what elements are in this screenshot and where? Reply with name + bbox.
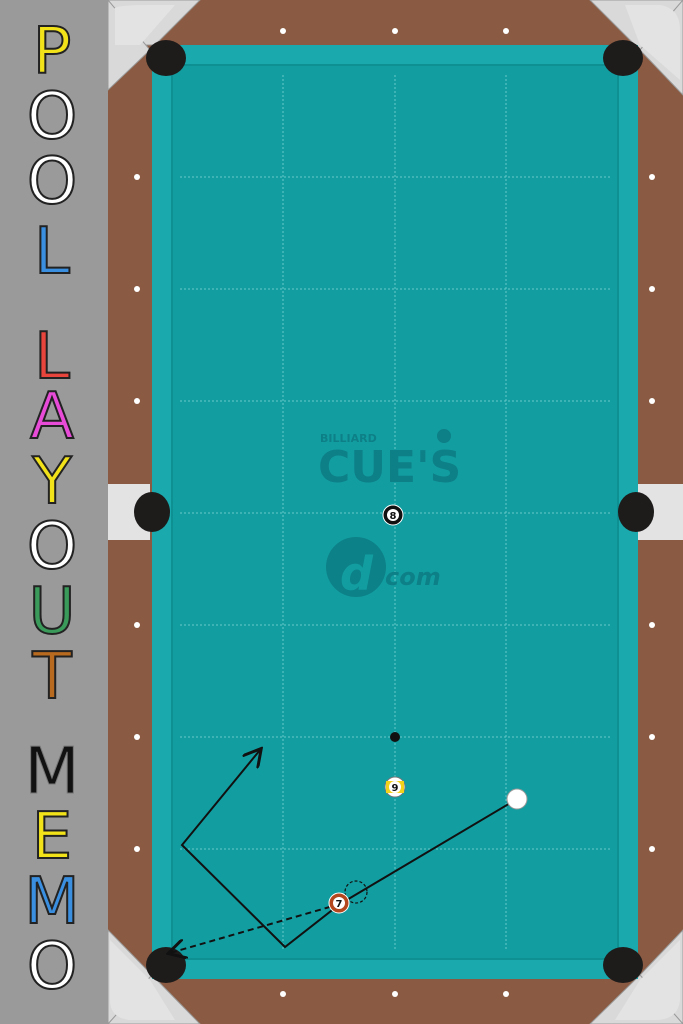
title-letter: O [26, 930, 78, 1004]
rail-diamond [392, 991, 398, 997]
rail-diamond [649, 174, 655, 180]
rail-diamond [134, 846, 140, 852]
rail-diamond [503, 28, 509, 34]
title-letter: M [24, 735, 80, 809]
rail-diamond [503, 991, 509, 997]
title-letter: O [26, 510, 78, 584]
rail-diamond [649, 622, 655, 628]
title-letter: A [29, 380, 75, 454]
ball-7-label: 7 [336, 899, 343, 910]
foot-spot-dot [390, 732, 400, 742]
rail-diamond [649, 398, 655, 404]
rail-diamond [134, 286, 140, 292]
cue-ball-path [180, 750, 518, 949]
ball-9: 9 [384, 776, 406, 798]
dashed-ghost-ball [344, 880, 368, 904]
rail-diamond [392, 28, 398, 34]
title-letter: O [26, 145, 78, 219]
rail-diamond [134, 622, 140, 628]
cue-ball [506, 788, 528, 810]
title-letter: U [28, 575, 77, 649]
watermark-logo-letter: d [340, 547, 374, 601]
ball-8: 8 [382, 504, 404, 526]
title-letter: M [23, 865, 80, 939]
ball-7: 7 [328, 892, 350, 914]
rail-diamond [649, 286, 655, 292]
pockets [134, 40, 654, 983]
ball-8-label: 8 [390, 511, 397, 522]
watermark-dot [437, 429, 451, 443]
title-letter: E [31, 800, 73, 874]
title-letter: Y [31, 445, 72, 519]
rail-diamonds [134, 28, 655, 997]
rail-diamond [280, 28, 286, 34]
rail-diamond [134, 734, 140, 740]
rail-diamond [280, 991, 286, 997]
watermark-main: CUE'S [318, 442, 461, 493]
title-letter: L [33, 215, 71, 289]
watermark-logo-circle [326, 537, 386, 597]
title-letter: O [26, 80, 78, 154]
side-title-column [0, 0, 108, 1024]
title-letter: P [32, 15, 73, 89]
rail-diamond [649, 734, 655, 740]
watermark-sub: com [385, 563, 441, 591]
watermark-small: BILLIARD [320, 432, 377, 445]
title-letter: L [33, 320, 71, 394]
ball-9-label: 9 [392, 783, 399, 794]
title-letter: T [31, 640, 72, 714]
rail-diamond [134, 174, 140, 180]
rail-diamond [134, 398, 140, 404]
rail-diamond [649, 846, 655, 852]
